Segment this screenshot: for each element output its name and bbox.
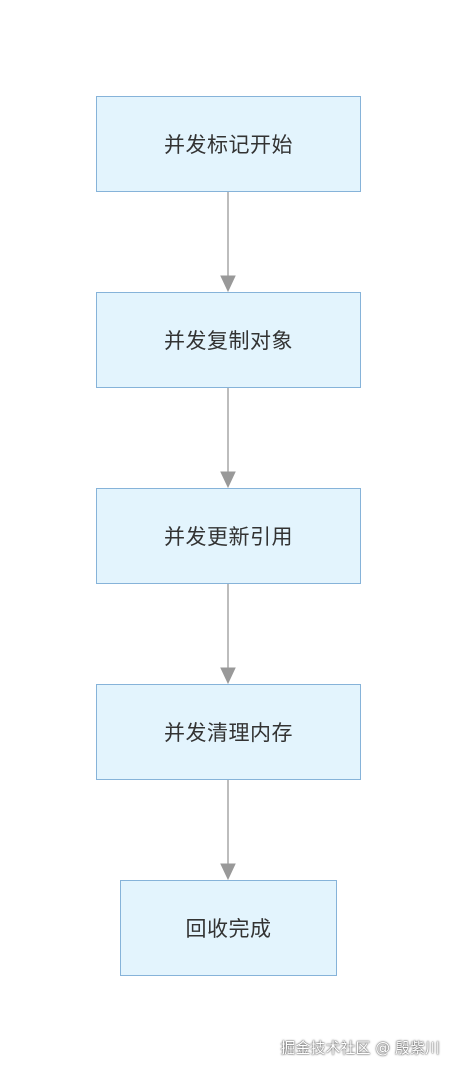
edge-n3-n4	[220, 584, 236, 685]
node-collection-complete: 回收完成	[120, 880, 337, 976]
edge-n4-n5	[220, 780, 236, 881]
watermark: 掘金技术社区 @ 殷紫川	[280, 1039, 440, 1057]
node-concurrent-cleanup-memory: 并发清理内存	[96, 684, 361, 780]
node-label: 并发标记开始	[164, 133, 293, 157]
node-concurrent-mark-start: 并发标记开始	[96, 96, 361, 192]
node-label: 回收完成	[185, 917, 272, 941]
node-label: 并发清理内存	[164, 721, 293, 745]
node-concurrent-update-references: 并发更新引用	[96, 488, 361, 584]
node-concurrent-copy-objects: 并发复制对象	[96, 292, 361, 388]
node-label: 并发复制对象	[164, 329, 293, 353]
edge-n2-n3	[220, 388, 236, 489]
node-label: 并发更新引用	[164, 525, 293, 549]
edge-n1-n2	[220, 192, 236, 293]
